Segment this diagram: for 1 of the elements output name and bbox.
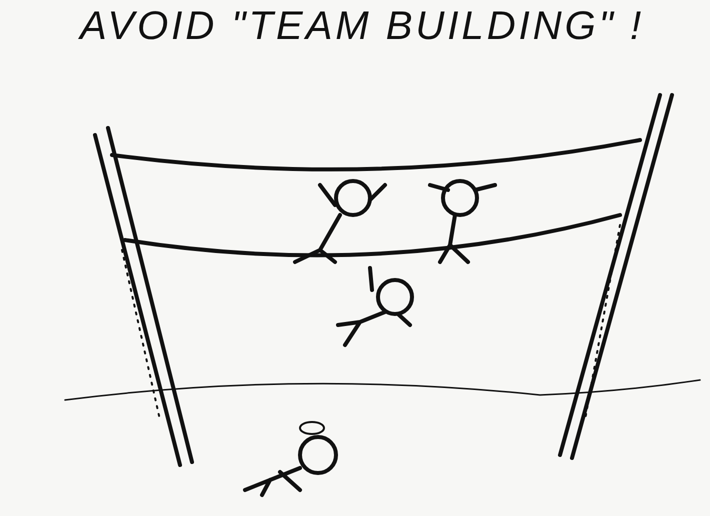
title: AVOID "TEAM BUILDING" ! <box>80 4 644 49</box>
